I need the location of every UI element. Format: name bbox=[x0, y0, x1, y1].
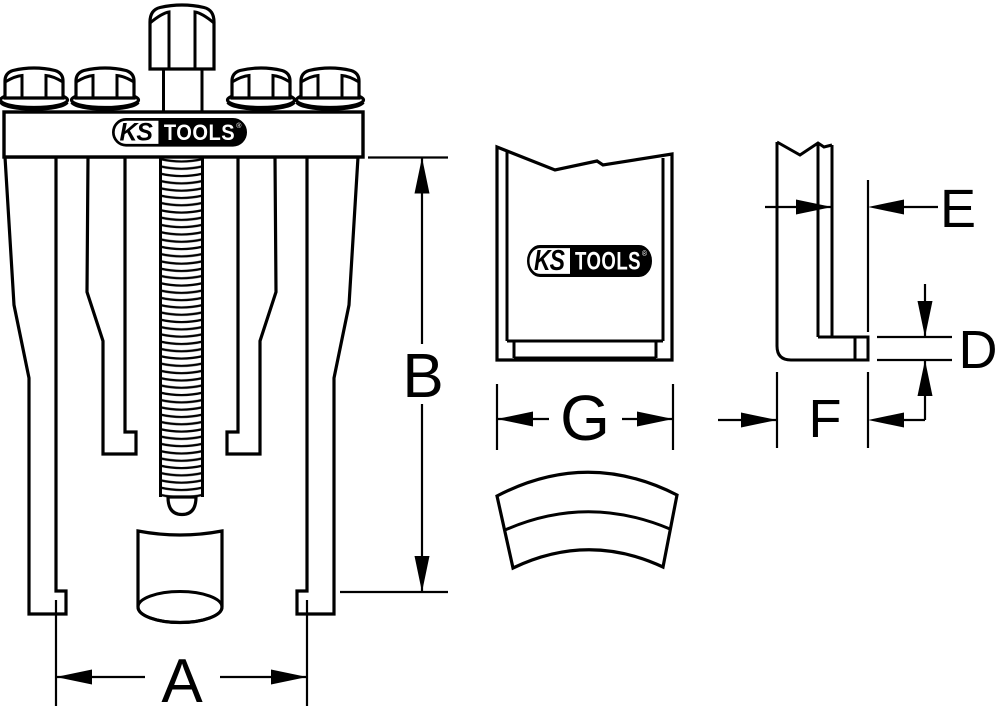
dimension-f: F bbox=[718, 372, 925, 449]
dimension-a-label: A bbox=[161, 647, 203, 716]
kstools-logo-sleeve: KS TOOLS ® bbox=[527, 245, 652, 277]
pressure-cup-body bbox=[136, 529, 224, 625]
dimension-a-extension-lines bbox=[54, 600, 309, 706]
curved-segment-middle-line bbox=[504, 510, 671, 532]
section-broken-edge bbox=[776, 140, 833, 157]
dimension-g: G bbox=[495, 382, 675, 454]
curved-segment-body bbox=[495, 470, 679, 571]
washer-edge bbox=[226, 101, 296, 111]
clamp-bolt-3 bbox=[225, 66, 297, 111]
bolt-head bbox=[230, 66, 292, 100]
threaded-spindle bbox=[159, 157, 204, 517]
puller-front-view: KS TOOLS ® A B bbox=[0, 3, 448, 716]
dimension-e-arrow-left bbox=[868, 199, 904, 215]
curved-segment-view bbox=[495, 470, 679, 571]
sleeve-wall-lines bbox=[505, 151, 665, 360]
bolt-facets bbox=[4, 73, 64, 98]
dimension-d-arrow-up bbox=[917, 360, 933, 396]
spindle-threads bbox=[160, 157, 203, 498]
logo-tools-text: TOOLS bbox=[575, 248, 641, 275]
wall-cross-section-view: E D F bbox=[718, 140, 998, 449]
pressure-cup bbox=[136, 529, 224, 625]
dimension-a-arrow-right bbox=[271, 669, 307, 685]
bolt-head bbox=[74, 66, 136, 100]
dimension-b-label: B bbox=[402, 342, 443, 411]
clamp-bolt-1 bbox=[0, 66, 70, 111]
dimension-d-extension-lines bbox=[877, 335, 952, 362]
dimension-a: A bbox=[54, 600, 309, 716]
logo-registered-mark: ® bbox=[236, 122, 242, 130]
puller-arm-inner-right bbox=[225, 155, 278, 456]
bolt-facets bbox=[231, 73, 291, 98]
logo-dark-panel bbox=[158, 119, 246, 146]
logo-tools-text: TOOLS bbox=[164, 120, 235, 145]
puller-arm-outer-left bbox=[3, 155, 68, 616]
dimension-g-label: G bbox=[560, 382, 610, 454]
dimension-g-arrow-left bbox=[497, 411, 533, 427]
puller-arm-inner-left bbox=[85, 155, 138, 456]
spindle-sides bbox=[159, 157, 204, 497]
dimension-e-label: E bbox=[940, 179, 976, 239]
dimension-e-arrow-right bbox=[796, 199, 832, 215]
washer-edge bbox=[0, 101, 69, 111]
section-outer-profile bbox=[775, 142, 870, 362]
dimension-g-extension-lines bbox=[495, 384, 675, 450]
pressure-cup-rim bbox=[136, 590, 224, 624]
spindle-tip bbox=[166, 495, 198, 517]
dimension-f-arrow-left bbox=[868, 412, 904, 428]
logo-ks-text: KS bbox=[120, 118, 154, 146]
dimension-b-arrow-down bbox=[414, 556, 430, 592]
sleeve-section-view: KS TOOLS ® G bbox=[495, 144, 679, 571]
dimension-b: B bbox=[340, 156, 448, 594]
dimension-f-label: F bbox=[809, 389, 842, 449]
hex-facets bbox=[149, 10, 215, 69]
dimension-f-extension-lines bbox=[775, 372, 870, 448]
dimension-b-arrow-up bbox=[414, 157, 430, 194]
dimension-e: E bbox=[765, 179, 976, 332]
spindle-hex-head bbox=[148, 3, 216, 112]
washer-edge bbox=[295, 101, 365, 111]
dimension-d-label: D bbox=[959, 320, 998, 380]
spindle-neck bbox=[162, 69, 204, 112]
washer-edge bbox=[70, 101, 140, 111]
section-inner-lines bbox=[816, 143, 857, 360]
dimension-b-extension-lines bbox=[340, 156, 448, 594]
bolt-facets bbox=[300, 73, 360, 98]
clamp-bolt-2 bbox=[69, 66, 141, 111]
logo-ks-text: KS bbox=[534, 246, 565, 277]
dimension-d-arrow-down bbox=[917, 301, 933, 337]
dimension-d: D bbox=[877, 284, 998, 420]
dimension-g-arrow-right bbox=[637, 411, 673, 427]
bolt-head bbox=[299, 66, 361, 100]
logo-registered-mark: ® bbox=[642, 248, 647, 258]
hex-head bbox=[148, 3, 216, 71]
dimension-f-arrow-right bbox=[741, 412, 777, 428]
clamp-bolt-4 bbox=[294, 66, 366, 111]
dimension-a-arrow-left bbox=[56, 669, 92, 685]
kstools-logo-crossbar: KS TOOLS ® bbox=[112, 118, 248, 147]
logo-dark-panel bbox=[570, 246, 651, 276]
puller-arm-outer-right bbox=[295, 155, 360, 616]
bolt-head bbox=[3, 66, 65, 100]
bolt-facets bbox=[75, 73, 135, 98]
